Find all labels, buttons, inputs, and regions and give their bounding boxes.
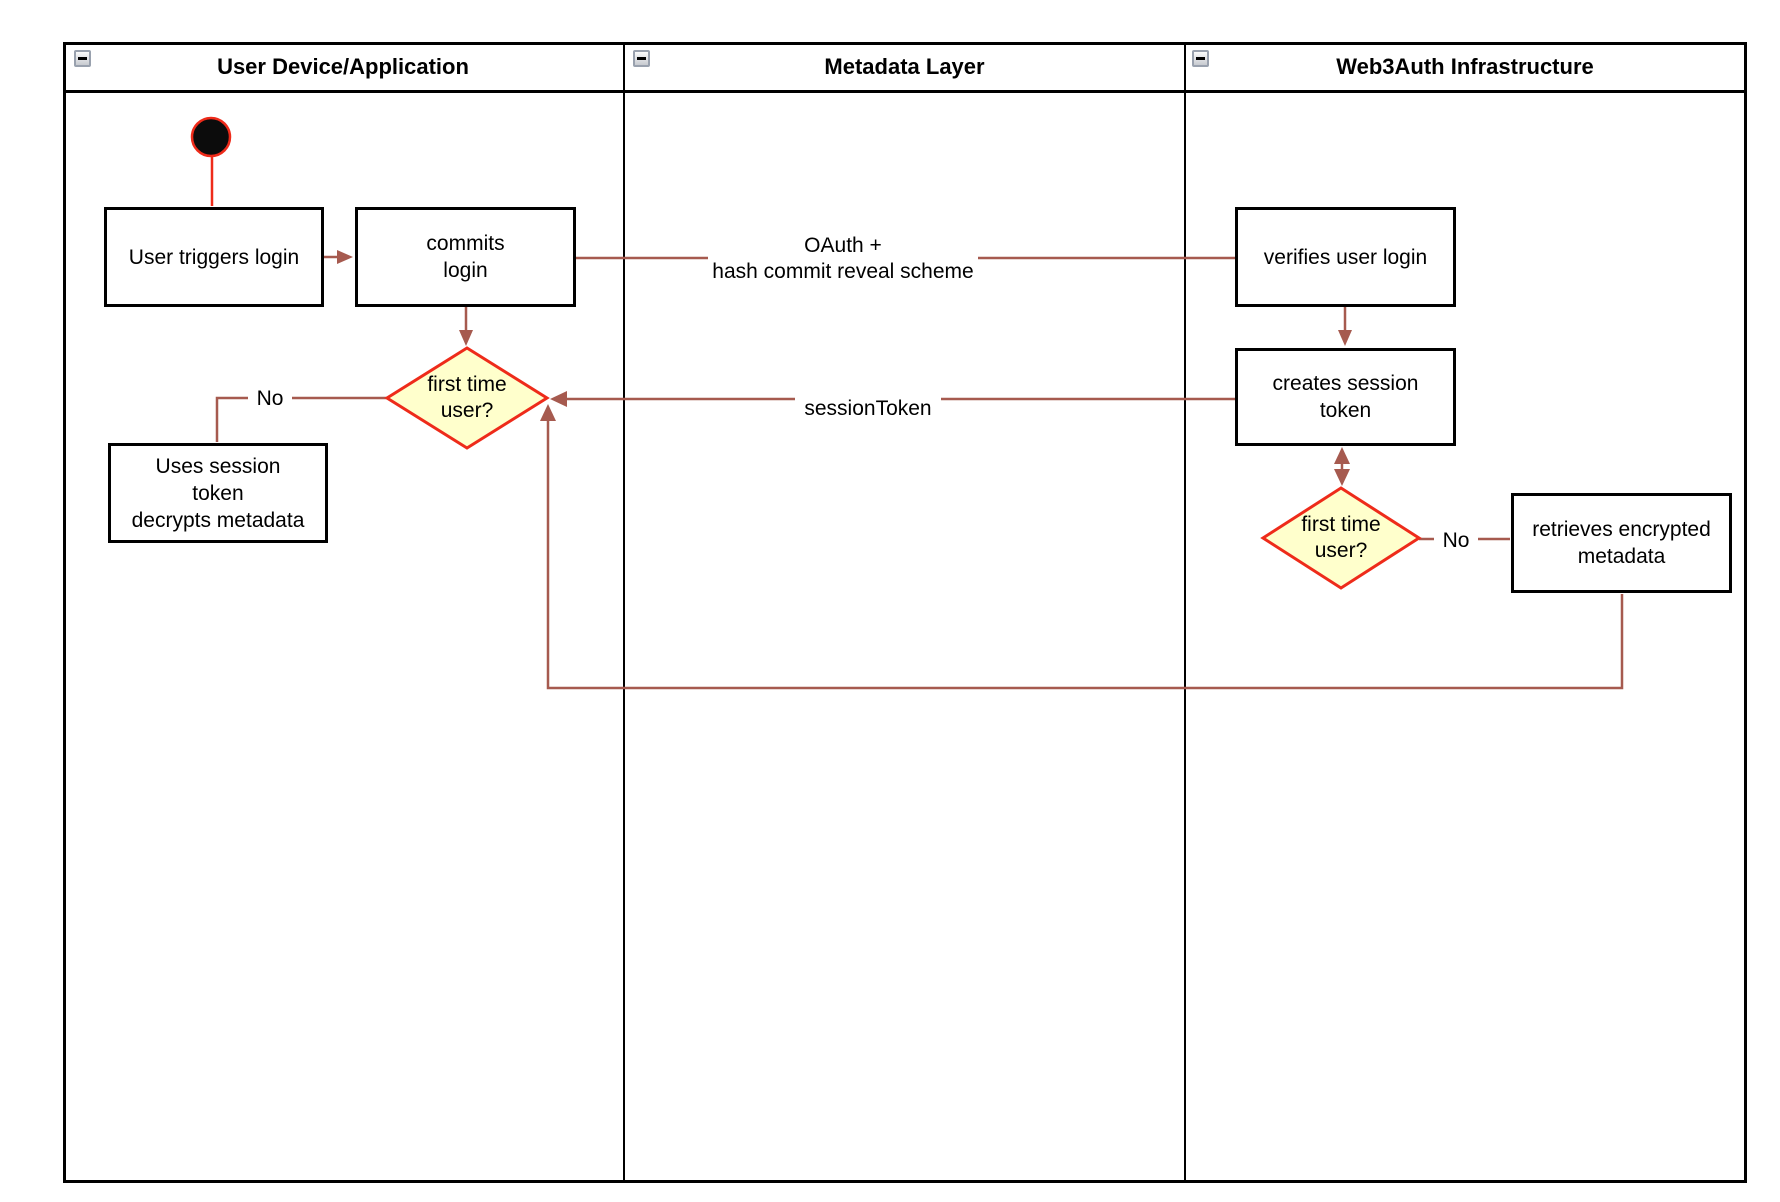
lane-header-web3auth: Web3Auth Infrastructure [1336,53,1594,79]
arrowhead-right-icon [337,250,353,264]
arrowhead-up-icon [1334,447,1350,464]
minus-icon [637,57,646,60]
edge-no-client [215,396,387,442]
node-uses-session-token[interactable]: Uses session token decrypts metadata [108,443,328,543]
lane-header-metadata-layer: Metadata Layer [824,53,985,79]
node-verifies-user-login[interactable]: verifies user login [1235,207,1456,307]
minus-icon [1196,57,1205,60]
node-retrieves-encrypted-metadata[interactable]: retrieves encrypted metadata [1511,493,1732,593]
edge-label-no-client: No [248,386,292,412]
arrowhead-down-icon [1338,330,1352,346]
collapse-lane-button-web3auth[interactable] [1192,50,1209,67]
minus-icon [78,57,87,60]
edge-label-no-infra: No [1434,528,1478,554]
decision-first-time-user-infra[interactable] [1260,486,1422,590]
edge-retrieves-loop-back [546,420,1624,690]
edge-label-session-token: sessionToken [795,395,941,422]
node-user-triggers-login[interactable]: User triggers login [104,207,324,307]
decision-label-infra: first time user? [1301,513,1381,562]
swimlane-frame [63,42,1747,1183]
lane-divider-1 [623,42,625,1183]
collapse-lane-button-user-device[interactable] [74,50,91,67]
arrowhead-up-icon [540,404,556,421]
lane-divider-2 [1184,42,1186,1183]
arrowhead-down-icon [459,330,473,346]
arrowhead-down-icon [1334,469,1350,486]
lane-header-user-device: User Device/Application [217,53,469,79]
edge-label-oauth: OAuth + hash commit reveal scheme [708,233,978,285]
node-creates-session-token[interactable]: creates session token [1235,348,1456,446]
decision-first-time-user-client[interactable] [384,346,550,450]
decision-label-client: first time user? [427,373,507,422]
lane-header-divider [63,90,1747,93]
node-commits-login[interactable]: commits login [355,207,576,307]
collapse-lane-button-metadata-layer[interactable] [633,50,650,67]
arrowhead-left-icon [550,391,567,407]
initial-node[interactable] [190,116,232,158]
